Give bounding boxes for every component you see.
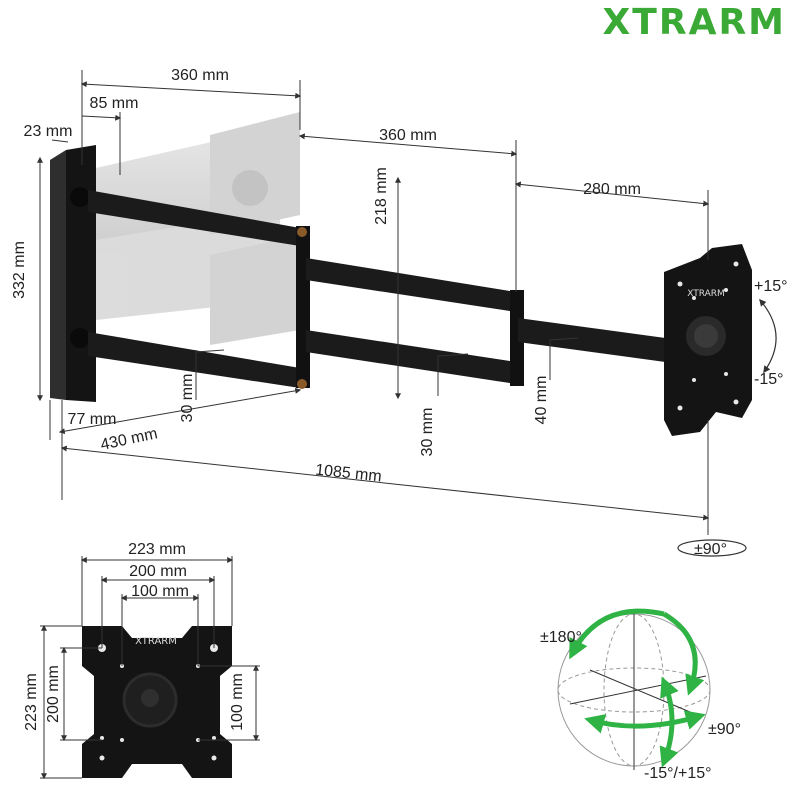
swivel-label: ±90° (694, 541, 727, 558)
vesa-plate-main: XTRARM (664, 244, 752, 436)
dim-profile-3: 40 mm (533, 376, 550, 425)
vesa-plate-detail: XTRARM (82, 626, 232, 778)
plate-height-200: 200 mm (45, 665, 62, 723)
dim-first-arm: 430 mm (99, 425, 159, 454)
rotation-sphere-icon (557, 608, 711, 770)
dim-second-arm: 360 mm (379, 127, 437, 144)
plate-logo: XTRARM (687, 289, 725, 299)
swivel-arrow-icon (677, 539, 747, 557)
dim-profile-2: 30 mm (419, 408, 436, 457)
plate-height-100: 100 mm (229, 673, 246, 731)
plate-width-200: 200 mm (129, 563, 187, 580)
dim-top-width: 360 mm (171, 67, 229, 84)
detail-plate-logo: XTRARM (135, 636, 177, 647)
plate-width-223: 223 mm (128, 541, 186, 558)
tilt-up-label: +15° (754, 278, 788, 295)
dim-total-extension: 1085 mm (314, 462, 382, 486)
brand-logo: XTRARM (603, 2, 786, 43)
plate-height-223: 223 mm (23, 673, 40, 731)
third-arm (518, 318, 680, 364)
dim-arm-vertical: 218 mm (373, 167, 390, 225)
dim-profile-1: 30 mm (179, 374, 196, 423)
rotation-swivel-label: ±90° (708, 721, 741, 738)
tilt-arrow-icon (759, 298, 777, 374)
dimension-lines (37, 70, 710, 535)
wall-plate (50, 145, 96, 402)
dim-offset-77: 77 mm (68, 411, 117, 428)
dim-third-arm: 280 mm (583, 181, 641, 198)
dim-wall-depth: 85 mm (90, 95, 139, 112)
plate-dimension-lines (40, 556, 260, 780)
second-arm (306, 258, 524, 386)
dim-plate-thickness: 23 mm (24, 123, 73, 140)
dim-wall-height: 332 mm (11, 241, 28, 299)
plate-width-100: 100 mm (131, 583, 189, 600)
rotation-rotate-label: ±180° (540, 629, 582, 646)
tilt-down-label: -15° (754, 371, 784, 388)
rotation-tilt-label: -15°/+15° (644, 765, 712, 782)
